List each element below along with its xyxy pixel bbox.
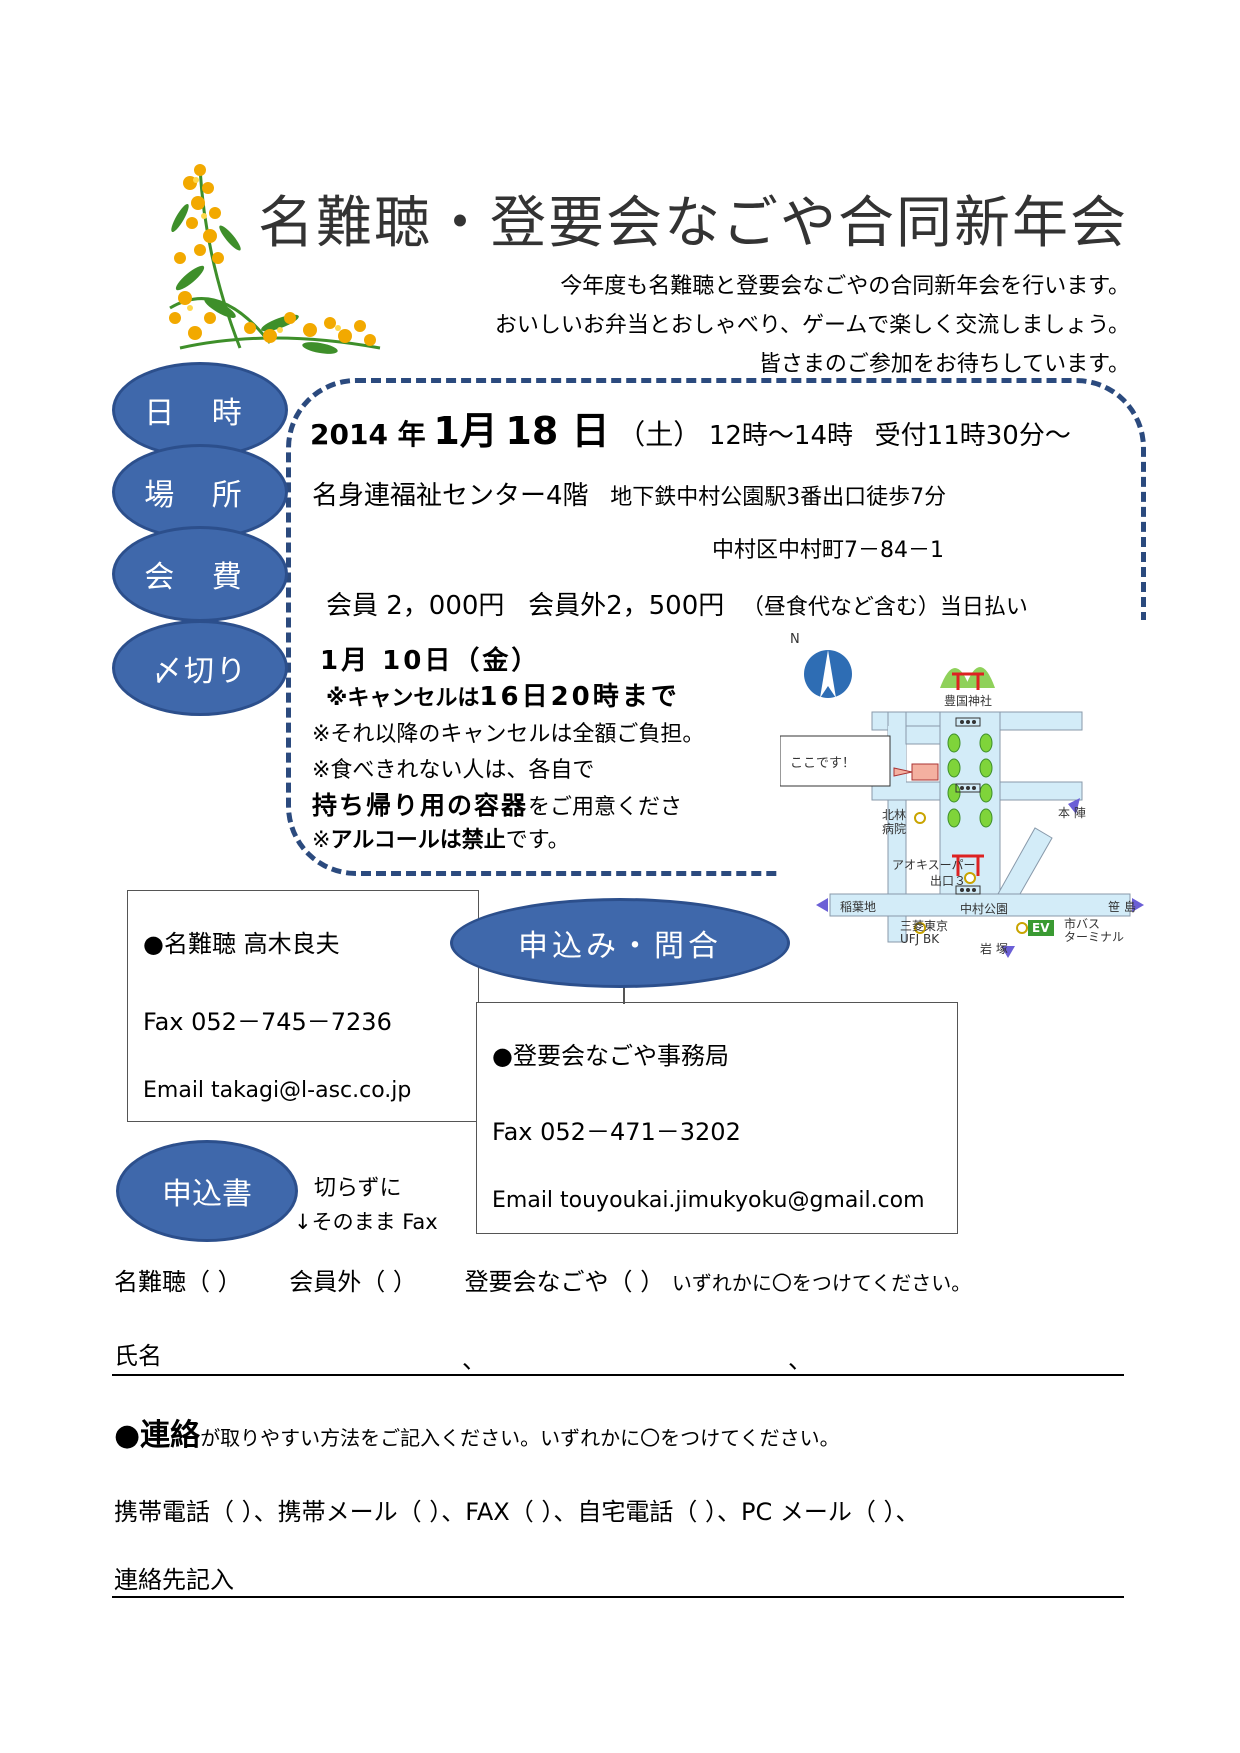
venue: 名身連福祉センター4階 (312, 481, 589, 511)
datetime-row: 2014 年 1月 18 日 （土） 12時～14時 受付11時30分～ (310, 400, 1071, 455)
connector-line (623, 980, 625, 1004)
alcohol-row: ※アルコールは禁止です。 (312, 822, 570, 854)
contact-bullet: ●連絡 (114, 1418, 201, 1453)
alcohol-rest: です。 (505, 828, 570, 853)
contact1-name: ●名難聴 高木良夫 (143, 930, 340, 958)
contact2-name: ●登要会なごや事務局 (492, 1042, 729, 1070)
name-separator-1: 、 (462, 1346, 486, 1374)
name-separator-2: 、 (788, 1346, 812, 1374)
contact2-email: Email touyoukai.jimukyoku@gmail.com (492, 1188, 925, 1213)
map-inabaji: 稲葉地 (840, 900, 877, 914)
time: 12時～14時 (708, 421, 854, 451)
affiliation-note: いずれかに〇をつけてください。 (671, 1271, 972, 1295)
access-map: N 豊国神社 ここです！ 北林 病院 アオキスーパー 出口３ 稲葉地 笹 島 中… (779, 628, 1170, 968)
map-graphic (779, 650, 1144, 958)
contact-methods[interactable]: 携帯電話（ ）、携帯メール（ ）、FAX（ ）、自宅電話（ ）、PC メール（ … (114, 1498, 920, 1526)
map-bank: 三菱東京 UFJ BK (900, 919, 949, 947)
deadline-date: 1月 10日（金） (320, 646, 541, 676)
container-row: 持ち帰り用の容器をご用意くださ (312, 786, 776, 822)
contact-entry-line[interactable] (112, 1596, 1124, 1598)
name-label: 氏名 (114, 1342, 162, 1370)
fee-row: 会員 2，000円 会員外2，500円 （昼食代など含む）当日払い (326, 585, 1028, 622)
map-ev: EV (1032, 921, 1050, 935)
day: 18 日 (505, 409, 610, 453)
map-honjin: 本 陣 (1058, 806, 1086, 820)
mimosa-decoration (160, 158, 385, 358)
contact2-fax: Fax 052－471－3202 (492, 1118, 741, 1146)
form-note-1: 切らずに (314, 1176, 402, 1201)
alcohol-bold: アルコールは禁止 (330, 828, 506, 853)
year: 2014 年 (310, 418, 426, 451)
map-here: ここです！ (790, 756, 856, 771)
form-title: 申込書 (116, 1140, 298, 1242)
map-iwatsuka: 岩 塚 (980, 942, 1008, 956)
fee-member: 会員 2，000円 (326, 591, 505, 621)
month: 1月 (433, 409, 498, 453)
map-bus: 市バス ターミナル (1064, 917, 1125, 945)
form-note-2: ↓そのまま Fax (294, 1210, 438, 1234)
leftover-note: ※食べきれない人は、各自で (312, 758, 595, 783)
contact-entry-label: 連絡先記入 (114, 1566, 234, 1594)
affiliation-touyoukai[interactable]: 登要会なごや（ ） (464, 1268, 665, 1296)
reception-time: 受付11時30分～ (874, 421, 1071, 451)
intro-line-2: おいしいお弁当とおしゃべり、ゲームで楽しく交流しましょう。 (494, 313, 1130, 338)
fee-nonmember: 会員外2，500円 (528, 591, 725, 621)
contact-box-touyoukai (476, 1002, 958, 1234)
affiliation-nonmember[interactable]: 会員外（ ） (289, 1268, 417, 1296)
label-deadline: 〆切り (112, 620, 288, 716)
weekday: （土） (617, 418, 702, 451)
contact-instruction-text: が取りやすい方法をご記入ください。いずれかに〇をつけてください。 (200, 1426, 840, 1450)
label-fee: 会 費 (112, 526, 288, 622)
contact-box-meinancho (127, 890, 479, 1122)
affiliation-meinancho[interactable]: 名難聴（ ） (114, 1268, 242, 1296)
access: 地下鉄中村公園駅3番出口徒歩7分 (610, 485, 947, 510)
container-rest: をご用意くださ (528, 795, 683, 820)
place-row: 名身連福祉センター4階 地下鉄中村公園駅3番出口徒歩7分 (312, 475, 946, 512)
cancel-fee-note: ※それ以降のキャンセルは全額ご負担。 (312, 722, 705, 747)
mimosa-illustration (169, 164, 381, 354)
map-supermarket: アオキスーパー (892, 858, 976, 872)
page-title: 名難聴・登要会なごや合同新年会 (258, 191, 1128, 256)
cancel-prefix: ※キャンセルは (326, 686, 480, 711)
inquiry-badge: 申込み・問合 (450, 898, 790, 988)
name-field-line[interactable] (112, 1374, 1124, 1376)
intro-line-3: 皆さまのご参加をお待ちしています。 (758, 352, 1130, 377)
alcohol-prefix: ※ (312, 828, 331, 853)
map-north: N (790, 632, 800, 647)
fee-note: （昼食代など含む）当日払い (741, 595, 1028, 620)
map-station: 中村公園 (960, 902, 1009, 916)
contact1-email: Email takagi@l-asc.co.jp (143, 1078, 412, 1103)
map-exit: 出口３ (930, 874, 967, 888)
intro-line-1: 今年度も名難聴と登要会なごやの合同新年会を行います。 (560, 274, 1130, 299)
address: 中村区中村町7－84－1 (712, 538, 944, 563)
container-bold: 持ち帰り用の容器 (312, 791, 529, 820)
label-datetime: 日 時 (112, 362, 288, 458)
cancel-deadline: 16日20時まで (479, 682, 680, 712)
contact1-fax: Fax 052－745－7236 (143, 1008, 392, 1036)
map-sasashima: 笹 島 (1108, 900, 1136, 914)
contact-instruction: ●連絡が取りやすい方法をご記入ください。いずれかに〇をつけてください。 (114, 1410, 840, 1454)
affiliation-row: 名難聴（ ） 会員外（ ） 登要会なごや（ ） いずれかに〇をつけてください。 (114, 1262, 971, 1297)
map-shrine: 豊国神社 (944, 694, 993, 708)
cancel-row: ※キャンセルは16日20時まで (326, 676, 680, 713)
map-hospital: 北林 病院 (882, 808, 907, 837)
